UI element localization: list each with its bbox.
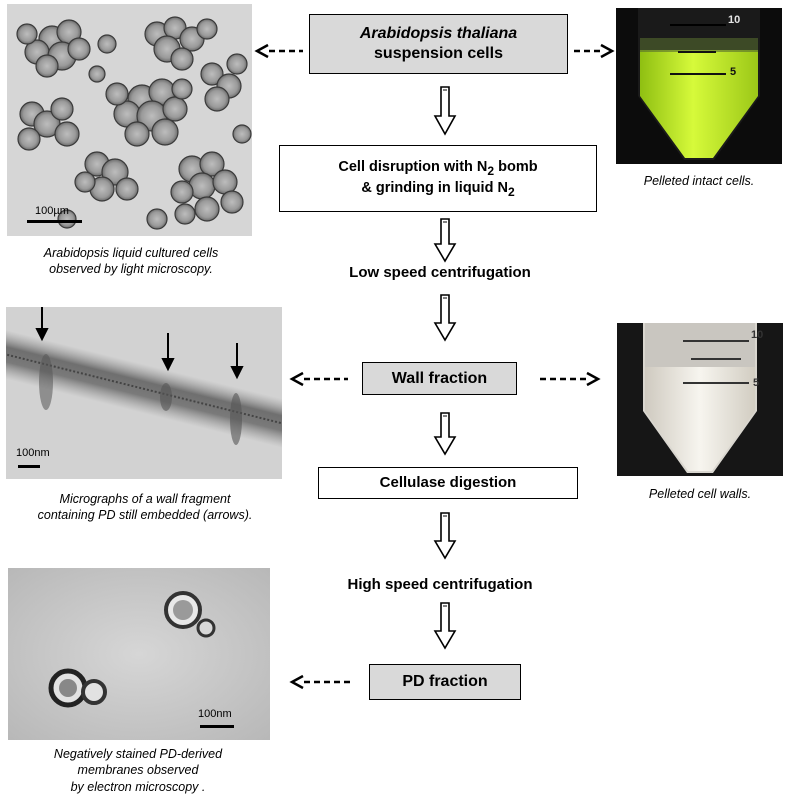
tube-mark-10: 10 bbox=[751, 329, 764, 341]
high-speed-step: High speed centrifugation bbox=[347, 576, 533, 593]
wall-fraction-box: Wall fraction bbox=[362, 362, 517, 395]
tube-mark-5: 5 bbox=[730, 66, 737, 78]
intact-cells-caption: Pelleted intact cells. bbox=[643, 174, 755, 188]
dashed-arrow-right-icon bbox=[540, 371, 601, 387]
disruption-sub1: 2 bbox=[487, 163, 495, 178]
scale-label: 100nm bbox=[16, 447, 50, 459]
start-box: Arabidopsis thaliana suspension cells bbox=[309, 14, 568, 74]
light-microscopy-image: 100µm bbox=[7, 4, 252, 236]
disruption-line2: & grinding in liquid N bbox=[361, 179, 508, 196]
wall-fragment-micrograph: 100nm bbox=[6, 307, 282, 479]
tube-mark-10: 10 bbox=[728, 14, 741, 26]
down-arrow-icon bbox=[433, 294, 457, 342]
pd-electron-micrograph: 100nm bbox=[8, 568, 270, 740]
scale-bar bbox=[18, 465, 40, 468]
dashed-arrow-left-icon bbox=[289, 371, 348, 387]
tube-mark-5: 5 bbox=[753, 377, 760, 389]
intact-cells-tube-photo: 10 5 bbox=[616, 8, 782, 164]
down-arrow-icon bbox=[433, 412, 457, 456]
tube-illustration bbox=[643, 323, 757, 473]
down-arrow-icon bbox=[433, 512, 457, 560]
scale-bar bbox=[27, 220, 82, 223]
disruption-line1-end: bomb bbox=[494, 158, 538, 175]
disruption-sub2: 2 bbox=[507, 184, 515, 199]
cell-clusters-illustration bbox=[16, 16, 252, 230]
scale-label: 100µm bbox=[35, 205, 69, 217]
tube-illustration bbox=[638, 8, 760, 160]
scale-bar bbox=[200, 725, 234, 728]
pd-membranes-illustration bbox=[8, 568, 270, 740]
dashed-arrow-right-icon bbox=[574, 43, 615, 59]
cell-walls-tube-photo: 10 5 bbox=[617, 323, 783, 476]
disruption-line1: Cell disruption with N bbox=[338, 158, 488, 175]
wall-fragment-caption: Micrographs of a wall fragment containin… bbox=[37, 492, 253, 523]
dashed-arrow-left-icon bbox=[289, 674, 352, 690]
disruption-box: Cell disruption with N2 bomb & grinding … bbox=[279, 145, 597, 212]
down-arrow-icon bbox=[433, 218, 457, 263]
wall-fraction-label: Wall fraction bbox=[391, 369, 488, 387]
start-box-label: suspension cells bbox=[374, 45, 503, 62]
light-microscopy-caption: Arabidopsis liquid cultured cells observ… bbox=[43, 246, 219, 277]
scale-label: 100nm bbox=[198, 708, 232, 720]
cell-walls-caption: Pelleted cell walls. bbox=[648, 487, 752, 501]
dashed-arrow-left-icon bbox=[254, 43, 303, 59]
pd-fraction-label: PD fraction bbox=[402, 673, 488, 690]
cellulase-box: Cellulase digestion bbox=[318, 467, 578, 499]
cellulase-label: Cellulase digestion bbox=[379, 473, 517, 491]
low-speed-step: Low speed centrifugation bbox=[349, 264, 531, 281]
down-arrow-icon bbox=[433, 602, 457, 650]
pd-micrograph-caption: Negatively stained PD-derived membranes … bbox=[53, 747, 223, 794]
wall-fragment-illustration bbox=[6, 307, 282, 457]
down-arrow-icon bbox=[433, 86, 457, 136]
pd-fraction-box: PD fraction bbox=[369, 664, 521, 700]
species-name: Arabidopsis thaliana bbox=[359, 25, 518, 42]
